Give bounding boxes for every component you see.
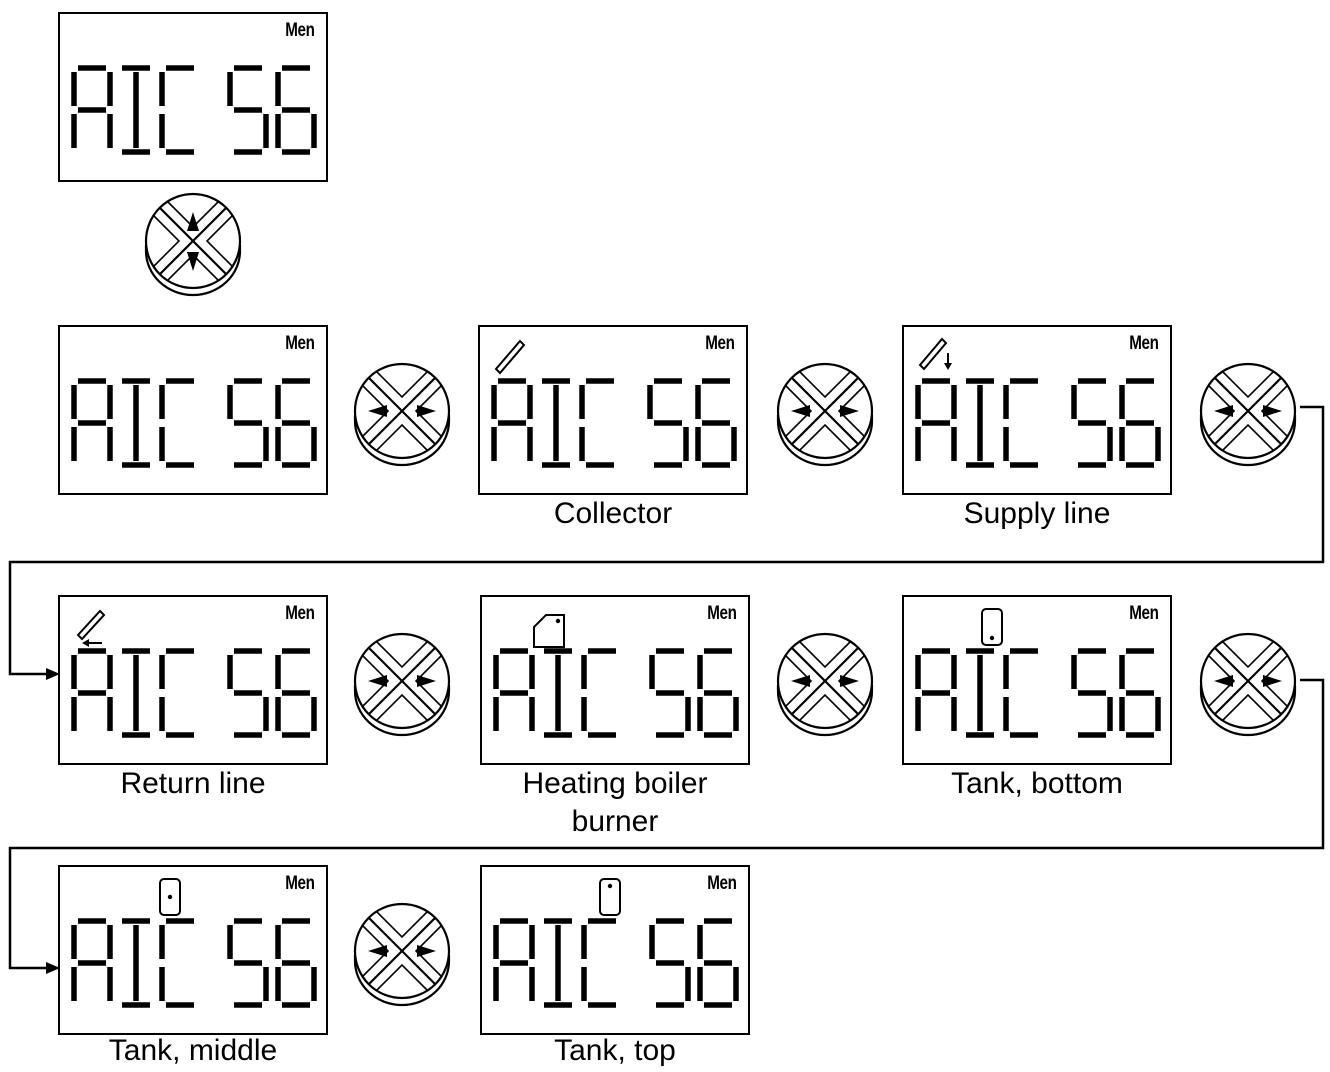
left-arrow-icon bbox=[368, 405, 387, 417]
right-arrow-icon bbox=[1263, 405, 1282, 417]
left-arrow-icon bbox=[1214, 675, 1233, 687]
left-right-dial[interactable] bbox=[347, 625, 457, 737]
mode-label: Men bbox=[1128, 333, 1159, 354]
left-right-dial[interactable] bbox=[347, 895, 457, 1007]
mode-label: Men bbox=[706, 603, 737, 624]
segment-display bbox=[493, 648, 739, 738]
mode-label: Men bbox=[284, 20, 315, 41]
mode-label: Men bbox=[284, 873, 315, 894]
return-line-icon bbox=[76, 609, 106, 647]
down-arrow-icon bbox=[187, 252, 199, 271]
caption-tank-bottom: Tank, bottom bbox=[951, 767, 1123, 800]
left-arrow-icon bbox=[1214, 405, 1233, 417]
collector-icon bbox=[494, 339, 526, 375]
left-arrow-icon bbox=[791, 675, 810, 687]
segment-display bbox=[491, 378, 737, 468]
lcd-display-tank-middle: Men bbox=[58, 865, 328, 1035]
segment-display bbox=[71, 918, 317, 1008]
mode-label: Men bbox=[284, 603, 315, 624]
tank-bottom-icon bbox=[981, 608, 1003, 646]
up-down-dial[interactable] bbox=[138, 185, 248, 297]
segment-display bbox=[71, 378, 317, 468]
left-right-dial[interactable] bbox=[347, 355, 457, 467]
caption-tank-middle: Tank, middle bbox=[108, 1034, 278, 1067]
left-right-dial[interactable] bbox=[770, 625, 880, 737]
lcd-display-heating-boiler: Men bbox=[480, 595, 750, 765]
arrow-head-row4 bbox=[46, 962, 60, 974]
lcd-display-collector: Men bbox=[478, 325, 748, 495]
segment-display bbox=[71, 648, 317, 738]
arrow-head-row3 bbox=[46, 668, 60, 680]
lcd-display-default: Men bbox=[58, 325, 328, 495]
lcd-display-supply-line: Men bbox=[902, 325, 1172, 495]
lcd-display-tank-top: Men bbox=[480, 865, 750, 1035]
lcd-display-tank-bottom: Men bbox=[902, 595, 1172, 765]
right-arrow-icon bbox=[417, 945, 436, 957]
mode-label: Men bbox=[284, 333, 315, 354]
left-arrow-icon bbox=[791, 405, 810, 417]
left-right-dial[interactable] bbox=[1193, 625, 1303, 737]
mode-label: Men bbox=[706, 873, 737, 894]
left-right-dial[interactable] bbox=[1193, 355, 1303, 467]
right-arrow-icon bbox=[840, 405, 859, 417]
tank-middle-icon bbox=[159, 878, 181, 916]
connector-row2-to-row3 bbox=[8, 405, 1325, 676]
segment-display bbox=[915, 378, 1161, 468]
segment-display bbox=[915, 648, 1161, 738]
caption-supply-line: Supply line bbox=[963, 497, 1111, 530]
left-arrow-icon bbox=[368, 675, 387, 687]
mode-label: Men bbox=[1128, 603, 1159, 624]
segment-display bbox=[493, 918, 739, 1008]
caption-return-line: Return line bbox=[120, 767, 266, 800]
lcd-display-return-line: Men bbox=[58, 595, 328, 765]
left-right-dial[interactable] bbox=[770, 355, 880, 467]
lcd-display-start: Men bbox=[58, 12, 328, 182]
tank-top-icon bbox=[599, 878, 621, 916]
supply-line-icon bbox=[918, 337, 952, 371]
mode-label: Men bbox=[704, 333, 735, 354]
right-arrow-icon bbox=[417, 675, 436, 687]
right-arrow-icon bbox=[840, 675, 859, 687]
caption-heating-boiler-burner: Heating boiler burner bbox=[522, 767, 708, 838]
right-arrow-icon bbox=[417, 405, 436, 417]
caption-collector: Collector bbox=[553, 497, 673, 530]
connector-row3-to-row4 bbox=[8, 678, 1325, 970]
right-arrow-icon bbox=[1263, 675, 1282, 687]
left-arrow-icon bbox=[368, 945, 387, 957]
segment-display bbox=[71, 65, 317, 155]
caption-tank-top: Tank, top bbox=[554, 1034, 676, 1067]
up-arrow-icon bbox=[187, 212, 199, 231]
boiler-icon bbox=[533, 614, 565, 648]
